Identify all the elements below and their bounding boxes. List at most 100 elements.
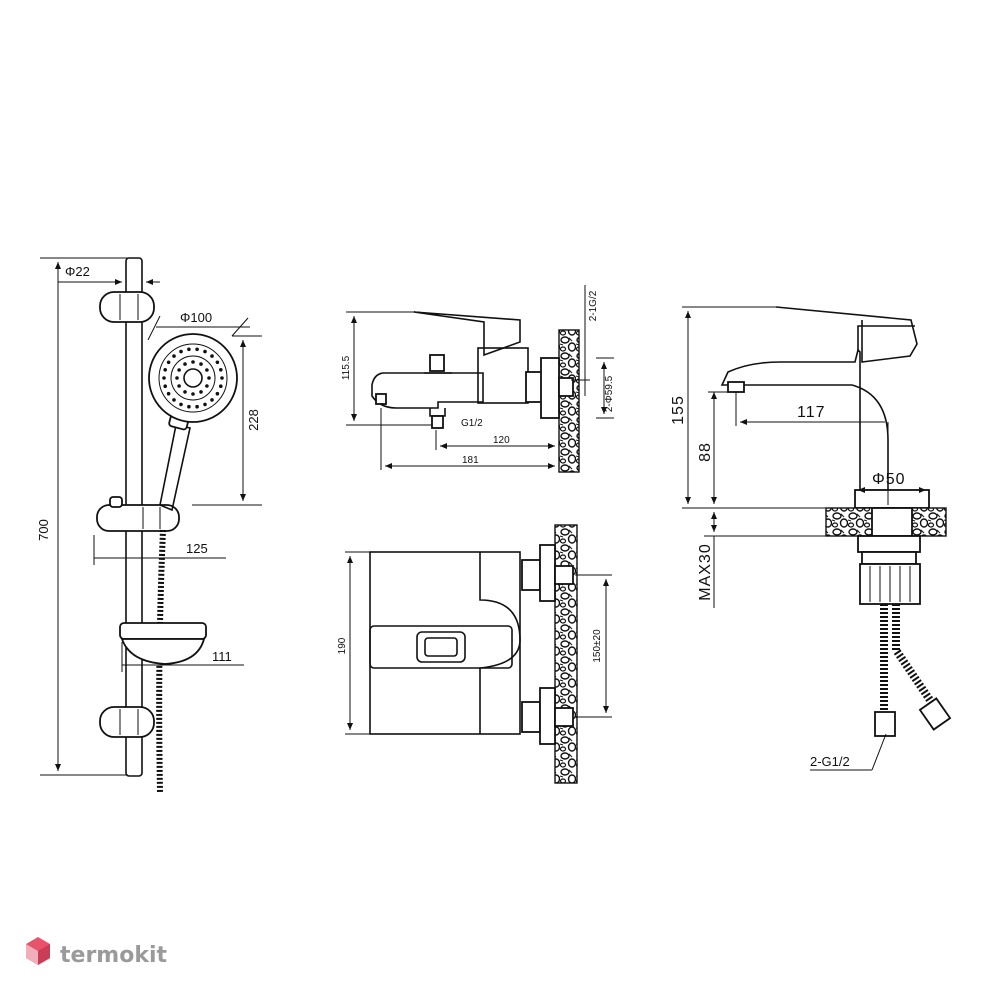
inlet-thread xyxy=(558,377,574,397)
soap-dish xyxy=(119,622,207,665)
nozzle-dot xyxy=(205,368,209,372)
top-wall-bracket xyxy=(99,291,155,323)
bottom-wall-bracket xyxy=(99,706,155,738)
nozzle-dot xyxy=(183,362,187,366)
dim-hose-thread-label: 2-G1/2 xyxy=(810,754,850,769)
nozzle-dot xyxy=(207,376,211,380)
fixing-nut-ribs xyxy=(869,566,911,602)
bath-outlet xyxy=(375,393,387,405)
bath-side-dimensions: 115.5 G1/2 120 181 2-1G/2 2-Φ59.5 xyxy=(341,285,615,470)
lever-cap-inner xyxy=(424,637,458,657)
nozzle-dot xyxy=(162,376,166,380)
dim-spout-height-label: 88 xyxy=(697,442,714,462)
mixer-housing xyxy=(477,347,529,404)
mixer-body-top xyxy=(369,551,521,735)
nozzle-dot xyxy=(220,376,224,380)
dim-rail-diameter-label: Φ22 xyxy=(65,264,90,279)
nozzle-dot xyxy=(166,360,171,365)
spout-body xyxy=(371,372,484,409)
nozzle-dot xyxy=(175,376,179,380)
eccentric-top-lower xyxy=(521,701,541,733)
dim-height-label: 700 xyxy=(36,519,51,541)
dim-wall-distance-label: 120 xyxy=(493,435,510,446)
nozzle-dot xyxy=(195,404,199,409)
dim-spout-reach-label: 117 xyxy=(797,404,826,421)
slide-holder xyxy=(96,496,180,532)
nozzle-dot xyxy=(177,368,181,372)
bath-mixer-top-view: 190 150±20 xyxy=(337,524,612,784)
basin-mixer-view: 155 117 88 Φ50 MAX30 2-G1/2 xyxy=(670,306,952,771)
basin-base xyxy=(854,489,930,509)
nozzle-dot xyxy=(179,402,183,407)
dim-head-diameter-label: Φ100 xyxy=(180,310,212,325)
wall-section-top xyxy=(554,524,578,784)
dim-center-distance-label: 150±20 xyxy=(592,629,603,663)
watermark-text: termokit xyxy=(60,943,167,968)
dim-total-length-label: 181 xyxy=(462,455,479,466)
hose-nut-left xyxy=(874,711,896,737)
nozzle-dot xyxy=(163,384,167,389)
nozzle-dot xyxy=(199,362,203,366)
bath-top-dimensions: 190 150±20 xyxy=(337,551,612,735)
nozzle-dot xyxy=(166,391,171,396)
nozzle-dot xyxy=(210,398,214,402)
wall-section xyxy=(558,329,580,473)
dim-max-thickness-label: MAX30 xyxy=(697,543,714,600)
hose-nut-right xyxy=(918,697,952,731)
nozzle-dot xyxy=(179,349,183,354)
dim-soap-dish-label: 111 xyxy=(212,649,232,664)
nozzle-dot xyxy=(199,390,203,394)
bath-mixer-side-view: 115.5 G1/2 120 181 2-1G/2 2-Φ59.5 xyxy=(341,285,615,473)
nozzle-dot xyxy=(203,402,207,407)
thread-top-lower xyxy=(554,707,574,727)
mounting-nut xyxy=(861,551,917,565)
dim-bath-height-label: 115.5 xyxy=(341,355,352,380)
nozzle-dot xyxy=(177,384,181,388)
hose-outlet-thread xyxy=(431,415,444,429)
nozzle-dot xyxy=(163,368,167,372)
basin-aerator xyxy=(727,381,745,393)
wall-flange xyxy=(540,357,560,419)
mounting-stud xyxy=(871,507,913,537)
dim-basin-height-label: 155 xyxy=(670,395,687,425)
mixer-outline-top xyxy=(479,552,521,734)
nozzle-dot xyxy=(195,347,199,352)
shower-rail-view: 700 Φ22 Φ100 228 125 111 xyxy=(36,257,262,793)
nozzle-dot xyxy=(187,347,191,352)
nozzle-dot xyxy=(210,354,214,358)
rail-dimensions: 700 Φ22 Φ100 228 125 111 xyxy=(36,257,262,776)
eccentric-top-upper xyxy=(521,559,541,591)
watermark: termokit xyxy=(26,937,167,968)
nozzle-dot xyxy=(205,384,209,388)
nozzle-dot xyxy=(203,349,207,354)
dim-base-diameter-label: Φ50 xyxy=(872,471,906,488)
dim-flange-label: 2-Φ59.5 xyxy=(604,375,615,412)
mixer-lever xyxy=(413,311,521,357)
nozzle-dot xyxy=(191,360,195,364)
cube-logo-icon xyxy=(26,937,50,965)
dim-bath-width-label: 190 xyxy=(337,637,348,654)
diverter-knob xyxy=(429,354,445,372)
basin-dimensions: 155 117 88 Φ50 MAX30 2-G1/2 xyxy=(670,306,929,771)
eccentric-nut xyxy=(525,371,543,403)
nozzle-dot xyxy=(219,368,223,372)
dim-head-height-label: 228 xyxy=(246,409,261,431)
dim-outlet-label: G1/2 xyxy=(461,418,483,429)
nozzle-dot xyxy=(183,390,187,394)
lever-cap-outer xyxy=(416,631,466,663)
mounting-washer xyxy=(857,535,921,553)
lever-top xyxy=(369,625,513,669)
basin-lever xyxy=(775,306,918,363)
shower-hose xyxy=(156,529,166,793)
nozzle-dot xyxy=(219,384,223,389)
nozzle-dot xyxy=(187,404,191,409)
hose-connector xyxy=(429,408,446,417)
nozzle-dot xyxy=(172,398,176,402)
hose-right xyxy=(892,604,938,709)
nozzle-dot xyxy=(191,392,195,396)
hand-shower xyxy=(148,333,238,512)
dim-holder-offset-label: 125 xyxy=(186,541,208,556)
thread-top-upper xyxy=(554,565,574,585)
nozzle-dot xyxy=(215,391,220,396)
